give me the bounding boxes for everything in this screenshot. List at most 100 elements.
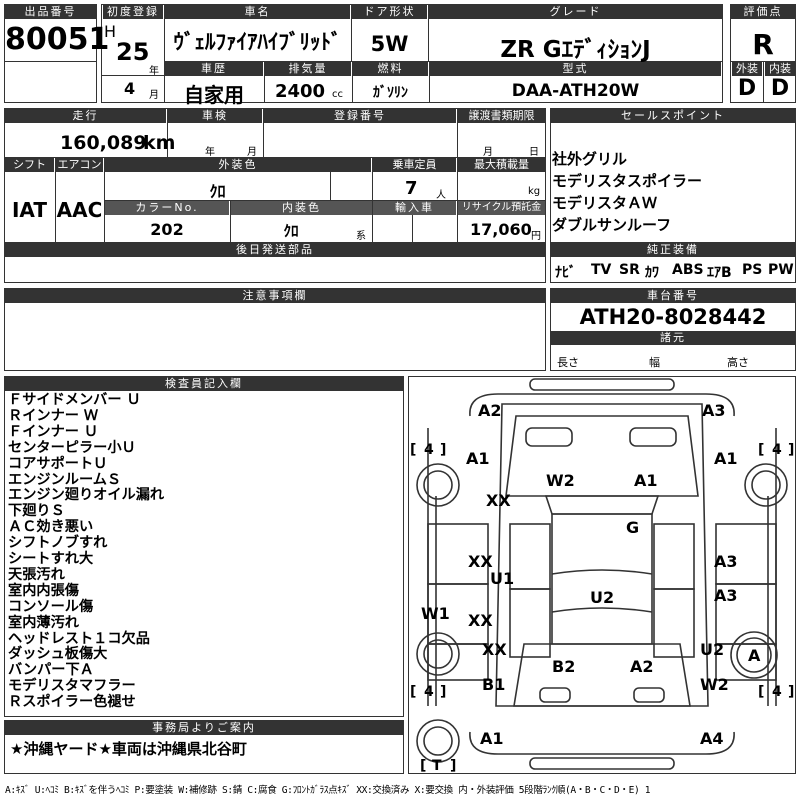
displacement-unit: cc (332, 89, 343, 100)
svg-text:[: [ (410, 684, 416, 700)
divider (351, 4, 352, 61)
mark-rear-quarter-left: XX (482, 640, 507, 659)
inspector-note: Ｒスポイラー色褪せ (8, 694, 136, 711)
later-parts-label: 後日発送部品 (5, 243, 545, 257)
mark-trunk-left: B2 (552, 657, 575, 676)
lot-number: 80051 (5, 22, 110, 57)
mark-rear-door-right: A3 (714, 586, 738, 605)
inspector-block (4, 376, 404, 717)
header-block (4, 4, 796, 103)
mileage: 160,089 (60, 132, 147, 154)
equip-nav: ﾅﾋﾞ (555, 265, 576, 281)
model-label: 型式 (430, 62, 721, 76)
inspector-note: 室内内張傷 (8, 582, 79, 599)
sales-point: ダブルサンルーフ (552, 216, 672, 234)
capacity-label: 乗車定員 (373, 158, 456, 172)
divider (164, 61, 722, 62)
svg-text:]: ] (788, 442, 794, 458)
equip-tv: TV (591, 262, 612, 278)
rear-left-tire (416, 632, 460, 676)
recycle-label: リサイクル預託金 (458, 201, 545, 215)
svg-text:]: ] (440, 442, 446, 458)
ext-color: ｸﾛ (209, 182, 226, 201)
mark-spare: A (748, 646, 761, 665)
equip-leather: ｶﾜ (645, 265, 659, 281)
tire-rear-right: 4 (772, 684, 782, 700)
divider (4, 157, 546, 158)
recycle-unit: 円 (531, 231, 541, 242)
hood-outline (505, 415, 699, 497)
lot-no-label: 出品番号 (5, 5, 96, 19)
transfer-month-unit: 月 (483, 147, 493, 158)
damage-legend: A:ｷｽﾞ U:ﾍｺﾐ B:ｷｽﾞを伴うﾍｺﾐ P:要塗装 W:補修跡 S:錆 … (5, 785, 651, 796)
first-reg-label: 初度登録 (103, 5, 163, 19)
divider (457, 108, 458, 157)
divider (164, 4, 165, 103)
divider (263, 108, 264, 157)
car-name: ｳﾞｪﾙﾌｧｲｱﾊｲﾌﾞﾘｯﾄﾞ (173, 30, 342, 54)
car-diagram-block (408, 376, 796, 774)
divider (731, 61, 796, 62)
divider (372, 157, 373, 242)
divider (412, 215, 413, 242)
inspection-month-unit: 月 (247, 147, 257, 158)
displacement-label: 排気量 (265, 62, 351, 76)
tire-front-right: 4 (772, 442, 782, 458)
front-left-tire (416, 463, 460, 507)
divider (230, 200, 231, 242)
history-label: 車歴 (165, 62, 263, 76)
inspector-note: Ｒインナー Ｗ (8, 407, 99, 424)
transfer-day-unit: 日 (529, 147, 539, 158)
mark-rocker-left: W1 (421, 604, 450, 623)
mark-front-bumper-left: A2 (478, 401, 502, 420)
mark-rear-fender-right: W2 (700, 675, 729, 694)
mark-rear-door-left: XX (468, 611, 493, 630)
notes-block (4, 288, 546, 371)
fuel-label: 燃料 (353, 62, 428, 76)
inspector-label: 検査員記入欄 (5, 377, 403, 391)
sales-point: 社外グリル (552, 150, 628, 168)
office-label: 事務局よりご案内 (5, 721, 403, 735)
tire-rear-left: 4 (424, 684, 434, 700)
car-diagram: A2 A3 A1 A1 XX W2 A1 G XX A3 U1 U2 A3 W1… (410, 378, 794, 774)
exterior-grade: D (737, 76, 757, 101)
divider (352, 62, 353, 103)
inspector-note: Ｆサイドメンバー Ｕ (8, 392, 141, 408)
front-bumper-outline (529, 378, 675, 391)
inspector-note: ダッシュ板傷大 (8, 646, 108, 663)
inspector-note: モデリスタマフラー (8, 678, 136, 695)
sales-points-label: セールスポイント (551, 109, 795, 123)
mark-rear-quarter-right: U2 (700, 640, 724, 659)
shift: IAT (11, 198, 47, 222)
int-color: ｸﾛ (283, 222, 299, 240)
door-type: 5W (370, 32, 409, 56)
rear-edge-outline (469, 731, 735, 755)
load-unit: kg (528, 186, 541, 197)
inspector-note: エンジンルームＳ (8, 471, 122, 488)
auction-score: R (752, 28, 774, 61)
divider (457, 157, 458, 242)
grade: ZR GｴﾃﾞｨｼｮﾝJ (500, 37, 651, 63)
dims-label: 諸元 (551, 331, 795, 345)
chassis-number: ATH20-8028442 (579, 305, 767, 329)
reg-month: 4 (124, 79, 136, 98)
sales-point: モデリスタスポイラー (552, 172, 703, 190)
divider (104, 157, 105, 242)
notes-label: 注意事項欄 (5, 289, 545, 303)
svg-text:]: ] (788, 684, 794, 700)
mileage-unit: km (143, 132, 176, 154)
tire-spare: T (432, 758, 442, 774)
grade-label: グレード (429, 5, 722, 19)
inspector-note: 室内薄汚れ (8, 614, 79, 631)
int-color-label: 内装色 (231, 201, 372, 215)
equip-abs: ABS (672, 262, 704, 278)
divider (104, 200, 546, 201)
svg-text:[: [ (420, 758, 426, 774)
front-right-tire (744, 463, 788, 507)
mark-hood-left: W2 (546, 471, 575, 490)
divider (330, 172, 331, 200)
inspection-label: 車検 (168, 109, 262, 123)
mark-roof: G (626, 518, 639, 537)
door-label: ドア形状 (352, 5, 427, 19)
divider (4, 242, 546, 243)
